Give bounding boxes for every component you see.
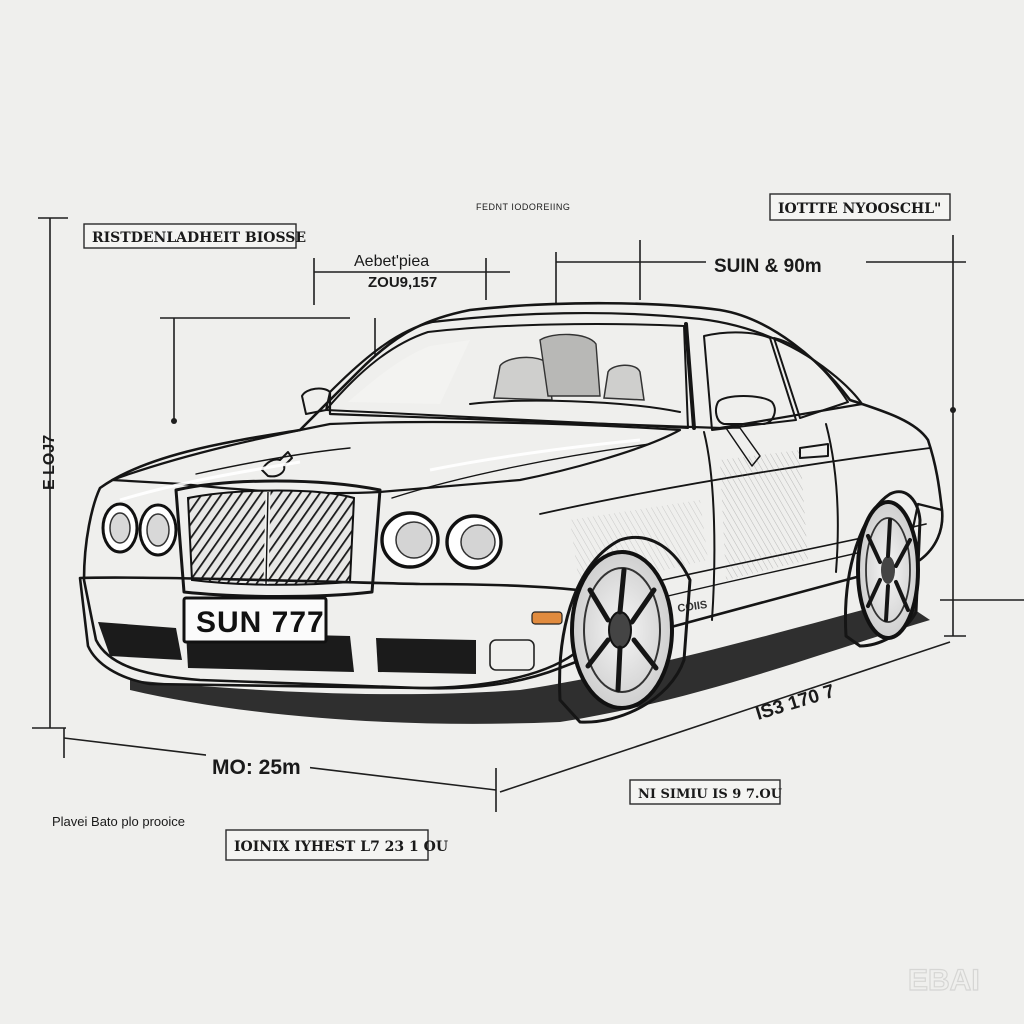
front-wheel: [570, 550, 674, 710]
lower-left-note: Plavei Bato plo prooice: [52, 814, 185, 829]
side-base-dimension: IS3 170 7: [753, 681, 837, 725]
front-base-dimension: MO: 25m: [212, 756, 301, 779]
license-plate-text: SUN 777: [196, 606, 325, 639]
grille-mesh: [186, 489, 356, 586]
top-left-box-label: RISTDENLADHEIT BIOSSE: [92, 230, 306, 246]
side-window-rear: [773, 337, 849, 419]
side-mirror: [715, 395, 776, 425]
side-window-front: [703, 331, 797, 431]
car-shadow: [130, 600, 930, 724]
top-right-box-label: IOTTTE NYOOSCHL": [778, 201, 941, 217]
hood: [110, 420, 682, 495]
front-bumper: [78, 576, 580, 690]
rear-wheel: [856, 500, 920, 640]
upper-callout-line2: ZOU9,157: [368, 274, 437, 291]
hood-ornament: [261, 451, 293, 478]
car-illustration: SUN 777 COIIS: [78, 301, 944, 724]
license-plate: SUN 777: [182, 596, 328, 644]
car-roof: [328, 311, 864, 430]
side-badge: COIIS: [677, 599, 708, 615]
grille-frame: [174, 479, 382, 598]
top-center-caption: FEDNT IODOREIING: [476, 202, 570, 212]
watermark: EBAI: [908, 964, 980, 997]
lower-box-label: IOINIX IYHEST L7 23 1 OU: [234, 839, 448, 855]
lower-right-box-label: NI SIMIU IS 9 7.OU: [638, 787, 783, 802]
upper-callout-line1: Aebet'piea: [354, 253, 429, 270]
top-right-dimension: SUIN & 90m: [714, 256, 822, 277]
windshield: [325, 323, 689, 429]
left-vertical-dimension: E LOJ7: [41, 435, 58, 490]
door-handle-front: [799, 443, 829, 459]
headlights-left: [101, 502, 178, 557]
turn-indicator: [531, 611, 563, 625]
headlights-right: [380, 511, 503, 570]
